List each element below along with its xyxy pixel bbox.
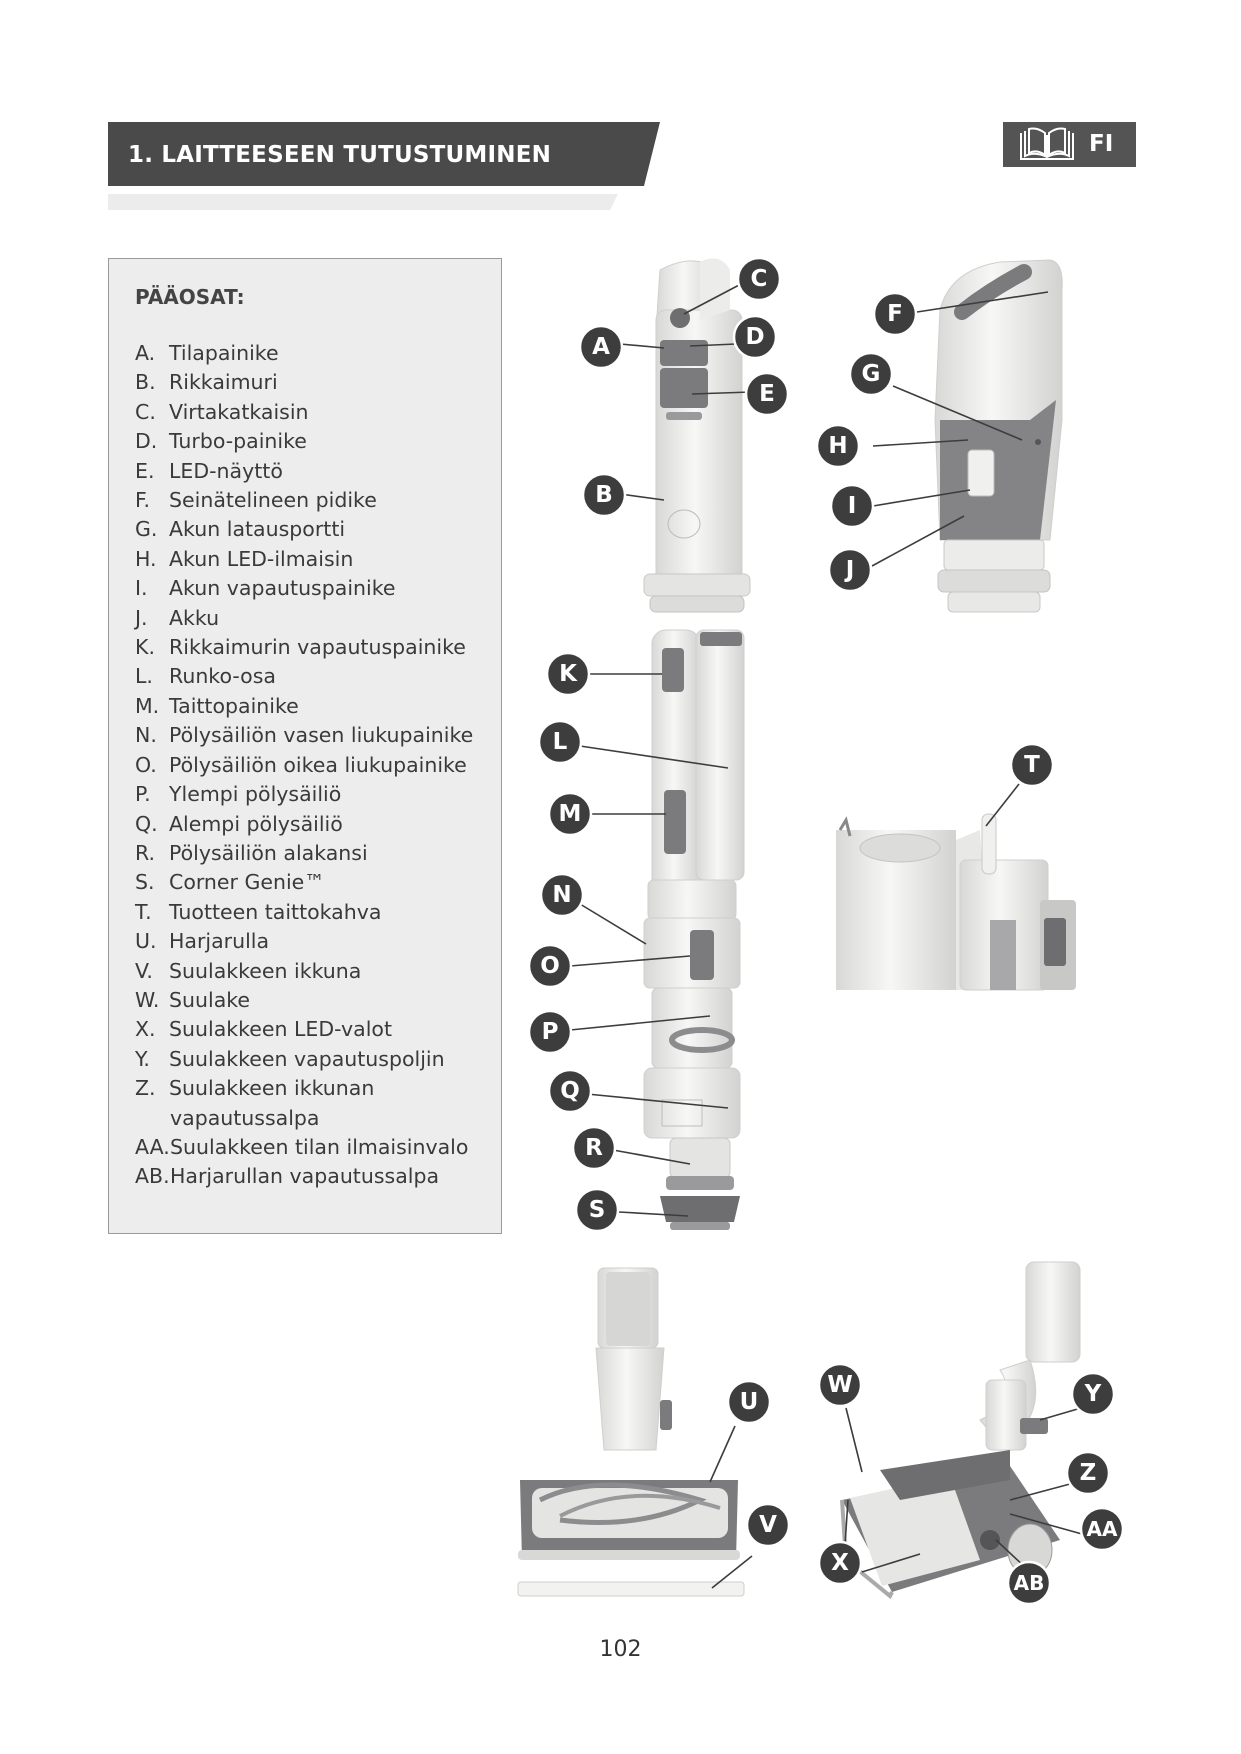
nozzle-front-illustration [518,1268,744,1596]
callout-label: C [751,266,768,292]
callout-w: W [819,1364,861,1406]
callout-ab: AB [1008,1562,1050,1604]
callout-i: I [831,485,873,527]
callout-y: Y [1072,1373,1114,1415]
callout-label: D [745,324,764,350]
callout-label: AB [1014,1571,1045,1595]
callout-label: F [887,301,903,327]
folded-detail-illustration [836,814,1076,990]
callout-t: T [1011,744,1053,786]
callout-label: AA [1087,1517,1118,1541]
callout-label: I [848,493,857,519]
callout-label: G [862,361,881,387]
callout-s: S [576,1189,618,1231]
callout-label: O [540,953,560,979]
callout-p: P [529,1011,571,1053]
callout-label: S [589,1197,606,1223]
callout-q: Q [549,1070,591,1112]
handheld-rear-illustration [935,260,1062,612]
callout-f: F [874,293,916,335]
callout-label: K [559,661,578,687]
page-number: 102 [0,1637,1241,1662]
callout-b: B [583,474,625,516]
callout-c: C [738,258,780,300]
callout-label: H [828,433,847,459]
callout-label: N [552,882,571,908]
callout-u: U [728,1381,770,1423]
callout-m: M [549,793,591,835]
callout-r: R [573,1127,615,1169]
callout-label: B [595,482,613,508]
callout-label: X [831,1550,849,1576]
callout-aa: AA [1081,1508,1123,1550]
callout-label: R [585,1135,603,1161]
callout-h: H [817,425,859,467]
callout-d: D [734,316,776,358]
callout-label: Y [1084,1381,1102,1407]
callout-n: N [541,874,583,916]
callout-label: Z [1080,1460,1097,1486]
callout-l: L [539,721,581,763]
callout-label: E [759,381,775,407]
callout-a: A [580,326,622,368]
callout-o: O [529,945,571,987]
callout-label: V [759,1512,777,1538]
callout-label: Q [560,1078,580,1104]
callout-z: Z [1067,1452,1109,1494]
callout-label: W [827,1372,852,1398]
callout-x: X [819,1542,861,1584]
callout-g: G [850,353,892,395]
callout-label: M [559,801,582,827]
callout-label: U [740,1389,759,1415]
callout-j: J [829,549,871,591]
callout-label: J [844,557,855,583]
callout-label: T [1024,752,1040,778]
handheld-front-illustration [644,258,750,612]
main-body-illustration [644,630,744,1230]
callout-label: A [592,334,610,360]
callout-label: L [553,729,568,755]
callout-v: V [747,1504,789,1546]
nozzle-rear-illustration [842,1262,1080,1596]
callout-label: P [542,1019,559,1045]
callout-e: E [746,373,788,415]
callout-k: K [547,653,589,695]
